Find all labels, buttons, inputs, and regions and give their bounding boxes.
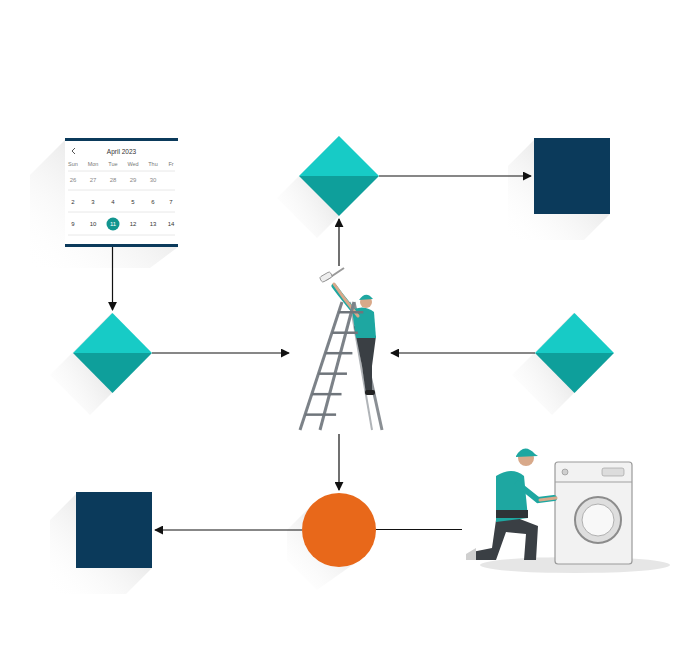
date-number: 9 [71,221,74,227]
date-number: 27 [90,177,97,183]
weekday-label: Thu [148,162,157,168]
date-number: 30 [150,177,157,183]
weekday-label: Fr [168,162,173,168]
date-number: 10 [90,221,97,227]
worker-shoe [466,548,476,560]
diamond-shape [299,136,379,216]
washer-scene [466,448,632,564]
worker-boot [365,390,375,395]
ladder-shape [292,266,388,434]
repair-illustration [462,436,640,566]
diamond-top [73,313,152,353]
date-number: 5 [131,199,134,205]
ladder-step [318,372,346,375]
calendar-bottom-bar [65,244,178,247]
worker-cap [516,448,538,457]
washer-panel-line [555,482,632,483]
flow-arrow [376,529,462,530]
calendar-card: April 2023 [65,138,178,247]
date-number: 11 [110,221,116,227]
flow-arrow [338,219,339,266]
decision-diamond [535,313,614,393]
worker-cap [359,295,373,300]
diamond-bottom [535,353,614,393]
date-number: 12 [130,221,137,227]
weekday-label: Tue [108,162,117,168]
ladder-step [312,393,342,396]
washer-door [575,497,621,543]
washer-display [602,468,624,476]
paint-roller [319,271,332,282]
grid-line [68,212,175,213]
flow-arrow [112,247,113,310]
event-circle [302,493,376,567]
calendar-top-bar [65,138,178,141]
ladder-step [305,413,336,416]
date-number: 2 [71,199,74,205]
flow-arrow [155,529,302,530]
square-fill [534,138,610,214]
ladder-step [339,311,364,314]
diamond-shape [535,313,614,393]
square-fill [76,492,152,568]
calendar-paper [65,138,178,247]
flow-arrow [152,352,289,353]
washer-knob [562,469,568,475]
date-number: 28 [110,177,117,183]
washer-body [555,462,632,564]
worker-hand [540,498,556,500]
weekday-label: Sun [68,162,78,168]
diamond-shape [73,313,152,393]
weekday-label: Mon [88,162,99,168]
process-square [76,492,152,568]
today-highlight [107,218,120,231]
diamond-top [535,313,614,353]
ladder-step [325,352,352,355]
date-number: 6 [151,199,154,205]
process-square [534,138,610,214]
tool-belt [496,510,528,518]
painter-illustration [292,266,388,434]
flow-arrow [338,434,339,490]
ladder-step [332,331,358,334]
node-title: April 2023 [65,138,178,155]
date-number: 29 [130,177,137,183]
grid-line [68,171,175,172]
washer-shape [462,436,640,566]
washer-glass [582,504,614,536]
date-number: 14 [168,221,175,227]
date-number: 7 [169,199,172,205]
date-number: 13 [150,221,157,227]
square-shape [76,492,152,568]
ladder-scene [300,268,382,430]
date-number: 26 [70,177,77,183]
diamond-bottom [299,176,379,216]
flow-arrow [379,175,531,176]
date-number: 3 [91,199,94,205]
worker-shirt [496,471,528,522]
diamond-top [299,136,379,176]
grid-line [68,190,175,191]
weekday-label: Wed [127,162,138,168]
date-number: 4 [111,199,114,205]
worker-legs [470,516,538,560]
decision-diamond [299,136,379,216]
grid-line [68,235,175,236]
diamond-bottom [73,353,152,393]
circle-fill [302,493,376,567]
back-chevron [72,148,75,154]
flow-arrow [391,352,535,353]
square-shape [534,138,610,214]
ladder-rail [320,302,354,430]
decision-diamond [73,313,152,393]
circle-shape [302,493,376,567]
